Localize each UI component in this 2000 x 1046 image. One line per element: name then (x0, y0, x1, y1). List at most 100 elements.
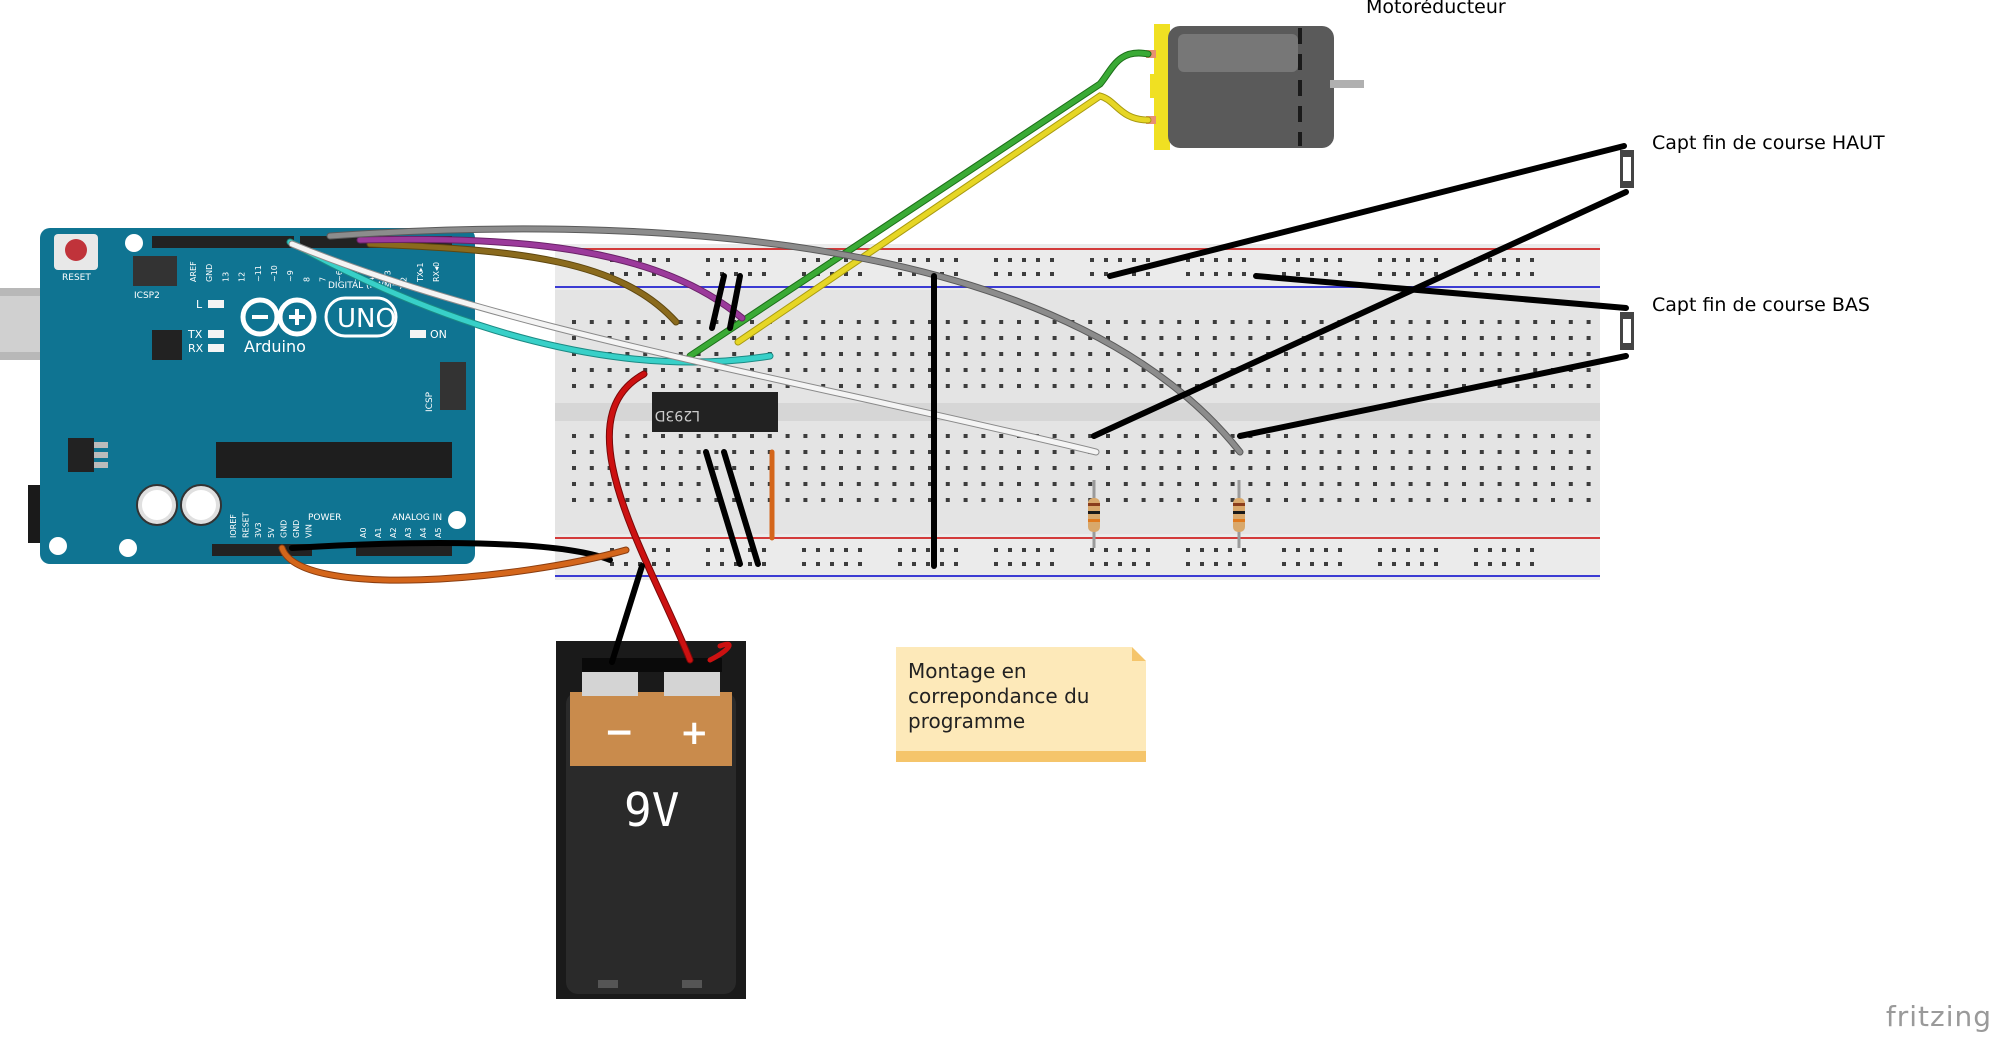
breadboard-hole (1200, 258, 1204, 262)
breadboard-hole (874, 498, 879, 502)
breadboard-hole (1474, 562, 1478, 566)
breadboard-hole (750, 466, 754, 470)
breadboard-hole (856, 336, 861, 340)
breadboard-hole (1284, 450, 1288, 454)
breadboard-hole (1296, 258, 1300, 262)
breadboard-hole (1132, 562, 1136, 566)
breadboard-hole (1248, 466, 1253, 470)
breadboard-hole (874, 320, 879, 324)
breadboard-hole (999, 450, 1004, 454)
breadboard-hole (1052, 336, 1057, 340)
breadboard-hole (1444, 450, 1449, 454)
breadboard-hole (572, 466, 576, 470)
breadboard-hole (678, 368, 683, 372)
sensor-top-label: Capt fin de course HAUT (1652, 132, 1885, 154)
breadboard-hole (803, 320, 808, 324)
breadboard-hole (1132, 258, 1136, 262)
breadboard-hole (1200, 548, 1204, 552)
breadboard-hole (1444, 352, 1449, 356)
breadboard-hole (1177, 450, 1182, 454)
pin-label: A5 (434, 527, 443, 538)
pin-label: A4 (419, 527, 428, 538)
breadboard-hole (1088, 434, 1093, 438)
breadboard-hole (661, 384, 665, 388)
breadboard-hole (803, 368, 808, 372)
breadboard-hole (1338, 562, 1342, 566)
breadboard-hole (1502, 272, 1506, 276)
breadboard-hole (1373, 384, 1377, 388)
breadboard-hole (714, 352, 719, 356)
breadboard-hole (732, 466, 737, 470)
breadboard-hole (1515, 450, 1520, 454)
breadboard-hole (1022, 548, 1026, 552)
breadboard-hole (1159, 498, 1164, 502)
pin-label: A0 (359, 527, 368, 538)
breadboard-hole (785, 498, 790, 502)
breadboard-hole (912, 258, 916, 262)
breadboard-hole (1530, 258, 1534, 262)
breadboard-hole (1301, 352, 1306, 356)
breadboard-hole (1034, 466, 1039, 470)
breadboard-hole (767, 434, 772, 438)
breadboard-hole (1070, 352, 1075, 356)
breadboard-hole (892, 450, 897, 454)
breadboard-hole (1036, 258, 1040, 262)
breadboard-hole (954, 562, 958, 566)
breadboard-hole (1195, 352, 1199, 356)
breadboard-hole (1502, 548, 1506, 552)
breadboard-hole (1462, 498, 1466, 502)
breadboard-hole (734, 272, 738, 276)
breadboard-hole (572, 368, 576, 372)
breadboard-hole (874, 434, 879, 438)
breadboard-hole (762, 258, 766, 262)
breadboard-hole (678, 384, 683, 388)
breadboard-hole (610, 272, 614, 276)
breadboard-hole (1355, 320, 1360, 324)
breadboard-hole (762, 562, 766, 566)
resistor-2 (1233, 480, 1245, 548)
breadboard-hole (844, 562, 848, 566)
breadboard-hole (1420, 258, 1424, 262)
breadboard-hole (928, 450, 932, 454)
breadboard-hole (1200, 562, 1204, 566)
breadboard-hole (1310, 562, 1314, 566)
breadboard-holes (572, 258, 1591, 566)
breadboard-hole (981, 482, 986, 486)
breadboard-hole (589, 368, 594, 372)
breadboard-hole (1586, 352, 1591, 356)
breadboard-hole (898, 548, 902, 552)
breadboard-hole (1568, 450, 1573, 454)
analog-label: ANALOG IN (392, 513, 442, 523)
breadboard-hole (898, 272, 902, 276)
breadboard-hole (1248, 482, 1253, 486)
breadboard-hole (1355, 352, 1360, 356)
breadboard-hole (607, 368, 612, 372)
breadboard-hole (643, 450, 648, 454)
breadboard-hole (1355, 384, 1360, 388)
breadboard-hole (940, 562, 944, 566)
breadboard-hole (1488, 272, 1492, 276)
breadboard-hole (1123, 466, 1128, 470)
breadboard-hole (1474, 272, 1478, 276)
breadboard-hole (714, 384, 719, 388)
breadboard-hole (785, 384, 790, 388)
breadboard-hole (928, 434, 932, 438)
breadboard-hole (767, 368, 772, 372)
breadboard-hole (926, 548, 930, 552)
breadboard-hole (1212, 384, 1217, 388)
breadboard-hole (1586, 384, 1591, 388)
pin-label: GND (279, 520, 288, 538)
breadboard-hole (1319, 320, 1324, 324)
breadboard-hole (1310, 258, 1314, 262)
breadboard-hole (678, 498, 683, 502)
breadboard-hole (1266, 498, 1271, 502)
breadboard-hole (999, 482, 1004, 486)
breadboard-hole (910, 450, 915, 454)
icsp-label: ICSP (425, 391, 435, 412)
breadboard-hole (610, 562, 614, 566)
breadboard-hole (1088, 384, 1093, 388)
breadboard-hole (844, 258, 848, 262)
breadboard-hole (696, 336, 701, 340)
breadboard-hole (910, 352, 915, 356)
breadboard-hole (625, 482, 630, 486)
